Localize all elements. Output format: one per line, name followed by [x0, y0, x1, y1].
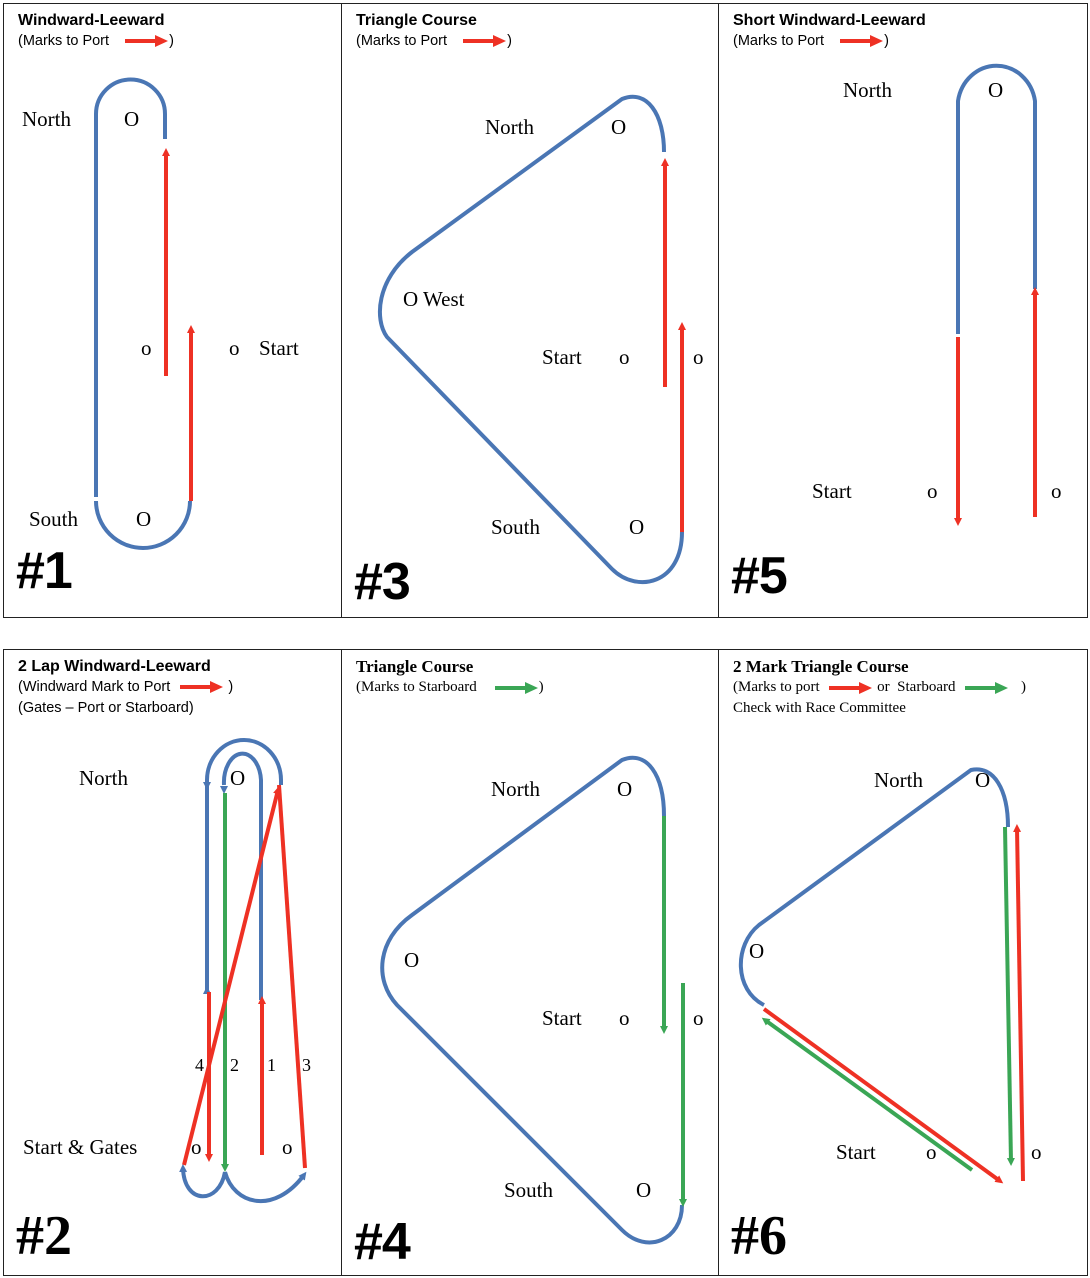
- course-number: #5: [731, 547, 788, 605]
- panel-header: 2 Mark Triangle Course (Marks to port or…: [733, 656, 1026, 719]
- north-label: North: [485, 115, 534, 139]
- port-arrow-icon: [840, 35, 884, 48]
- course-title: 2 Lap Windward-Leeward: [18, 658, 211, 675]
- course-subtitle: (Windward Mark to Port ): [18, 679, 234, 695]
- south-mark: O: [136, 507, 152, 531]
- course-subtitle: (Marks to Starboard ): [356, 679, 544, 695]
- course-number: #3: [354, 553, 411, 611]
- start-boat-mark: o: [229, 336, 240, 360]
- north-label: North: [843, 78, 892, 102]
- start-boat-mark: o: [1051, 479, 1062, 503]
- south-mark: O: [636, 1178, 652, 1202]
- course-subtitle-2: (Gates – Port or Starboard): [18, 700, 194, 716]
- north-mark: O: [124, 107, 140, 131]
- course-title: Short Windward-Leeward: [733, 12, 926, 29]
- course-subtitle: (Marks to Port ): [18, 33, 174, 49]
- course-panel-4: Triangle Course (Marks to Starboard ) No…: [341, 649, 719, 1276]
- leg-4-label: 4: [195, 1055, 204, 1075]
- course-title: 2 Mark Triangle Course: [733, 657, 909, 676]
- start-label: Start: [542, 345, 582, 369]
- course-diagram: [954, 63, 1039, 526]
- course-panel-2: 2 Lap Windward-Leeward (Windward Mark to…: [3, 649, 342, 1276]
- course-diagram: [377, 95, 686, 585]
- panel-header: Triangle Course (Marks to Starboard ): [356, 656, 544, 698]
- start-pin-mark: o: [619, 1006, 630, 1030]
- start-label: Start: [259, 336, 299, 360]
- north-mark: O: [988, 78, 1004, 102]
- south-mark: O: [629, 515, 645, 539]
- leg-2-label: 2: [230, 1055, 239, 1075]
- start-label: Start: [812, 479, 852, 503]
- course-diagram: [94, 77, 195, 550]
- south-label: South: [29, 507, 79, 531]
- course-panel-5: Short Windward-Leeward (Marks to Port ) …: [718, 3, 1088, 618]
- course-title: Triangle Course: [356, 12, 477, 29]
- port-arrow-icon: [463, 35, 507, 48]
- north-label: North: [79, 766, 128, 790]
- panel-header: Windward-Leeward (Marks to Port ): [18, 10, 174, 52]
- start-pin-mark: o: [619, 345, 630, 369]
- start-boat-mark: o: [693, 345, 704, 369]
- course-diagram: [738, 767, 1025, 1184]
- course-diagram: [179, 738, 307, 1203]
- west-mark-label: O West: [403, 287, 465, 311]
- course-subtitle: (Marks to port or Starboard ): [733, 679, 1026, 695]
- north-mark: O: [611, 115, 627, 139]
- course-subtitle: (Marks to Port ): [356, 33, 512, 49]
- start-label: Start: [542, 1006, 582, 1030]
- port-arrow-icon: [125, 35, 169, 48]
- course-number: #1: [16, 542, 73, 600]
- course-diagram: [380, 756, 687, 1245]
- north-label: North: [874, 768, 923, 792]
- north-mark: O: [230, 766, 246, 790]
- north-mark: O: [975, 768, 991, 792]
- course-subtitle: (Marks to Port ): [733, 33, 889, 49]
- north-label: North: [491, 777, 540, 801]
- course-number: #6: [731, 1205, 787, 1267]
- south-label: South: [491, 515, 541, 539]
- course-panel-1: Windward-Leeward (Marks to Port ) North …: [3, 3, 342, 618]
- start-pin-mark: o: [927, 479, 938, 503]
- starboard-arrow-icon: [494, 681, 538, 694]
- panel-header: Triangle Course (Marks to Port ): [356, 10, 512, 52]
- course-subtitle-2: Check with Race Committee: [733, 700, 906, 716]
- west-mark: O: [749, 939, 765, 963]
- course-number: #4: [354, 1213, 411, 1271]
- start-gates-label: Start & Gates: [23, 1135, 138, 1159]
- gate-left-mark: o: [191, 1135, 202, 1159]
- starboard-arrow-icon: [965, 681, 1009, 694]
- north-mark: O: [617, 777, 633, 801]
- course-title: Windward-Leeward: [18, 12, 165, 29]
- gate-right-mark: o: [282, 1135, 293, 1159]
- start-boat-mark: o: [693, 1006, 704, 1030]
- course-panel-3: Triangle Course (Marks to Port ) North O…: [341, 3, 719, 618]
- north-label: North: [22, 107, 71, 131]
- course-panel-6: 2 Mark Triangle Course (Marks to port or…: [718, 649, 1088, 1276]
- panel-header: Short Windward-Leeward (Marks to Port ): [733, 10, 926, 52]
- start-label: Start: [836, 1140, 876, 1164]
- leg-1-label: 1: [267, 1055, 276, 1075]
- port-arrow-icon: [829, 681, 873, 694]
- south-label: South: [504, 1178, 554, 1202]
- start-pin-mark: o: [926, 1140, 937, 1164]
- panel-header: 2 Lap Windward-Leeward (Windward Mark to…: [18, 656, 233, 719]
- course-title: Triangle Course: [356, 657, 474, 676]
- course-number: #2: [16, 1205, 72, 1267]
- port-arrow-icon: [180, 681, 224, 694]
- start-pin-mark: o: [141, 336, 152, 360]
- leg-3-label: 3: [302, 1055, 311, 1075]
- start-boat-mark: o: [1031, 1140, 1042, 1164]
- west-mark: O: [404, 948, 420, 972]
